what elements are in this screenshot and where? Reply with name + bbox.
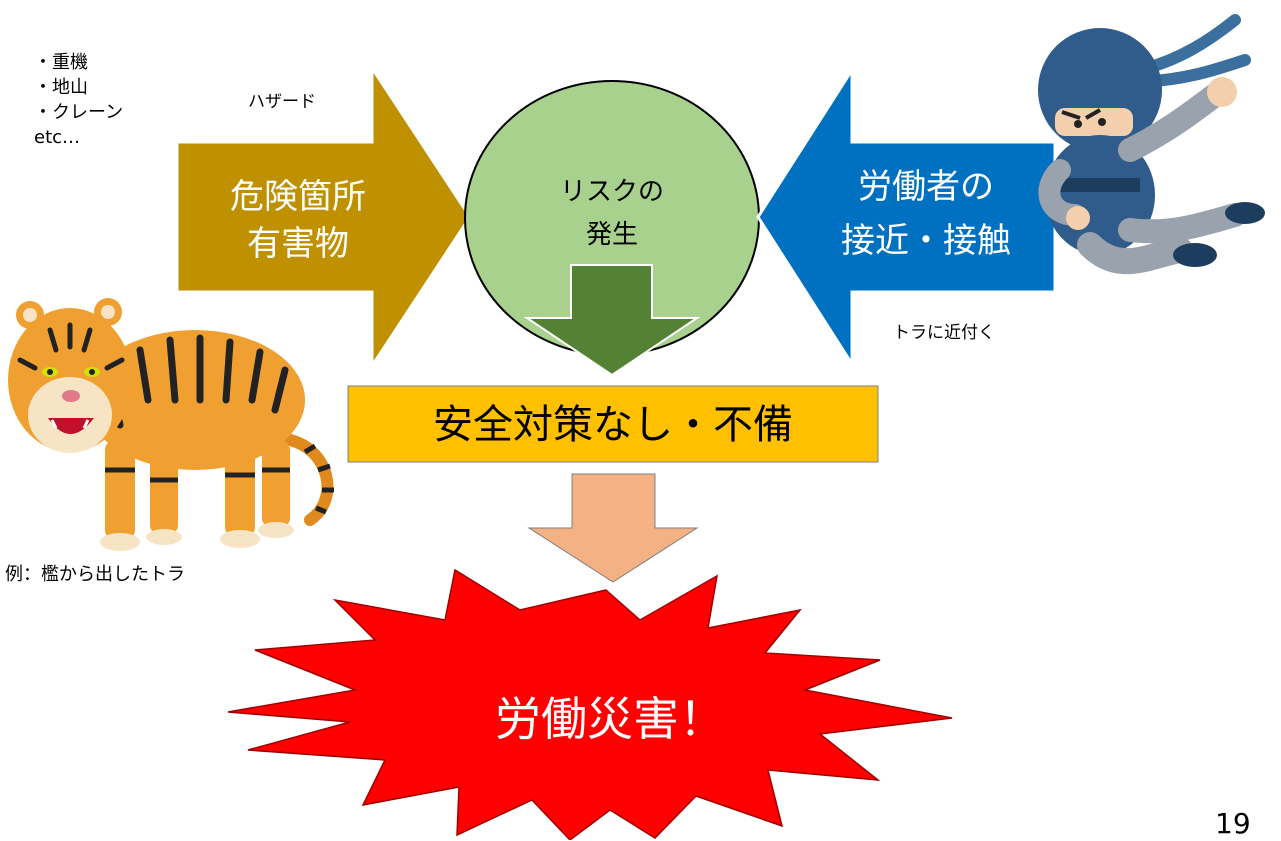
- hazard-box-line-2: 有害物: [247, 224, 349, 264]
- ninja-illustration: [1038, 14, 1265, 275]
- page-number: 19: [1215, 807, 1251, 840]
- hazard-example-item: ・重機: [34, 52, 88, 73]
- measures-box: 安全対策なし・不備: [347, 385, 879, 463]
- worker-note: トラに近付く: [893, 323, 995, 343]
- worker-arrow: 労働者の 接近・接触: [756, 64, 1057, 370]
- worker-box-line-2: 接近・接触: [841, 221, 1011, 261]
- hazard-box-line-1: 危険箇所: [230, 177, 366, 217]
- hazard-example-item: ・クレーン: [34, 102, 124, 123]
- risk-circle-line-1: リスクの: [560, 177, 664, 207]
- hazard-examples-list: ・重機 ・地山 ・クレーン etc…: [34, 52, 123, 152]
- example-caption: 例：檻から出したトラ: [5, 564, 185, 585]
- accident-burst-text: 労働災害！: [495, 692, 725, 746]
- worker-box-line-1: 労働者の: [858, 167, 994, 207]
- accident-burst: 労働災害！: [227, 568, 953, 840]
- measures-box-text: 安全対策なし・不備: [433, 402, 793, 448]
- peach-down-arrow: [527, 473, 699, 583]
- hazard-note: ハザード: [248, 92, 316, 112]
- tiger-illustration: [8, 298, 334, 551]
- hazard-example-item: etc…: [34, 127, 81, 148]
- green-down-arrow: [523, 264, 701, 377]
- hazard-arrow: 危険箇所 有害物: [175, 62, 472, 372]
- risk-circle-line-2: 発生: [586, 220, 638, 250]
- hazard-example-item: ・地山: [34, 77, 88, 98]
